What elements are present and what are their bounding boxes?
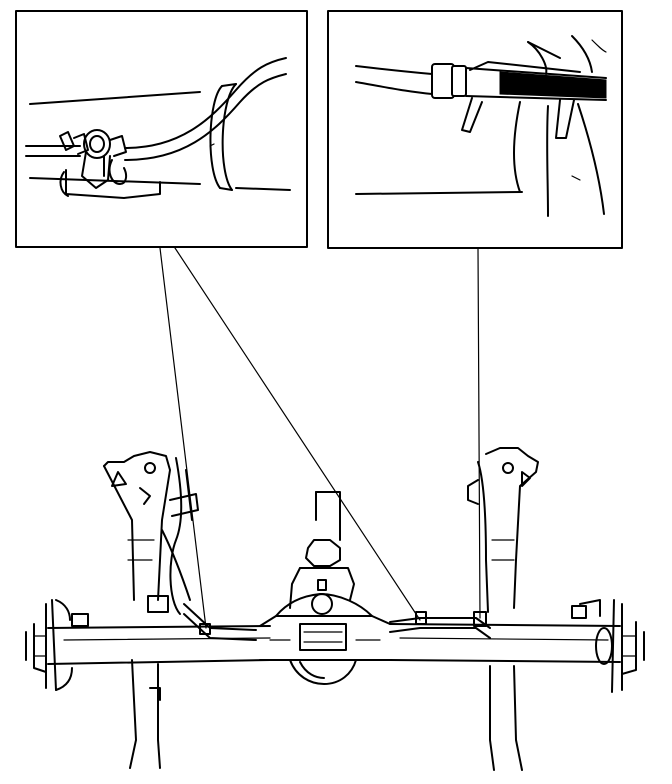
leader-line-right: [477, 247, 481, 619]
right-cable-run: [389, 611, 491, 639]
differential-housing: [259, 491, 391, 685]
left-cable-run: [161, 457, 257, 641]
rear-axle-assembly: [25, 447, 645, 771]
right-frame-rail: [467, 447, 539, 771]
left-frame-rail: [103, 451, 171, 769]
leader-line-left-a: [159, 247, 207, 629]
axle-tube: [47, 623, 621, 665]
detail-view-right: [327, 10, 623, 249]
right-brake-hub: [571, 599, 645, 693]
detail-frame-left: [15, 10, 308, 248]
leader-lines: [159, 247, 481, 629]
detail-frame-right: [327, 10, 623, 249]
left-brake-hub: [25, 599, 89, 691]
detail-view-left: [15, 10, 308, 248]
cable-bracket-detail-icon: [355, 35, 607, 217]
leader-line-left-b: [174, 247, 421, 621]
cable-clip-detail-icon: [25, 57, 291, 199]
